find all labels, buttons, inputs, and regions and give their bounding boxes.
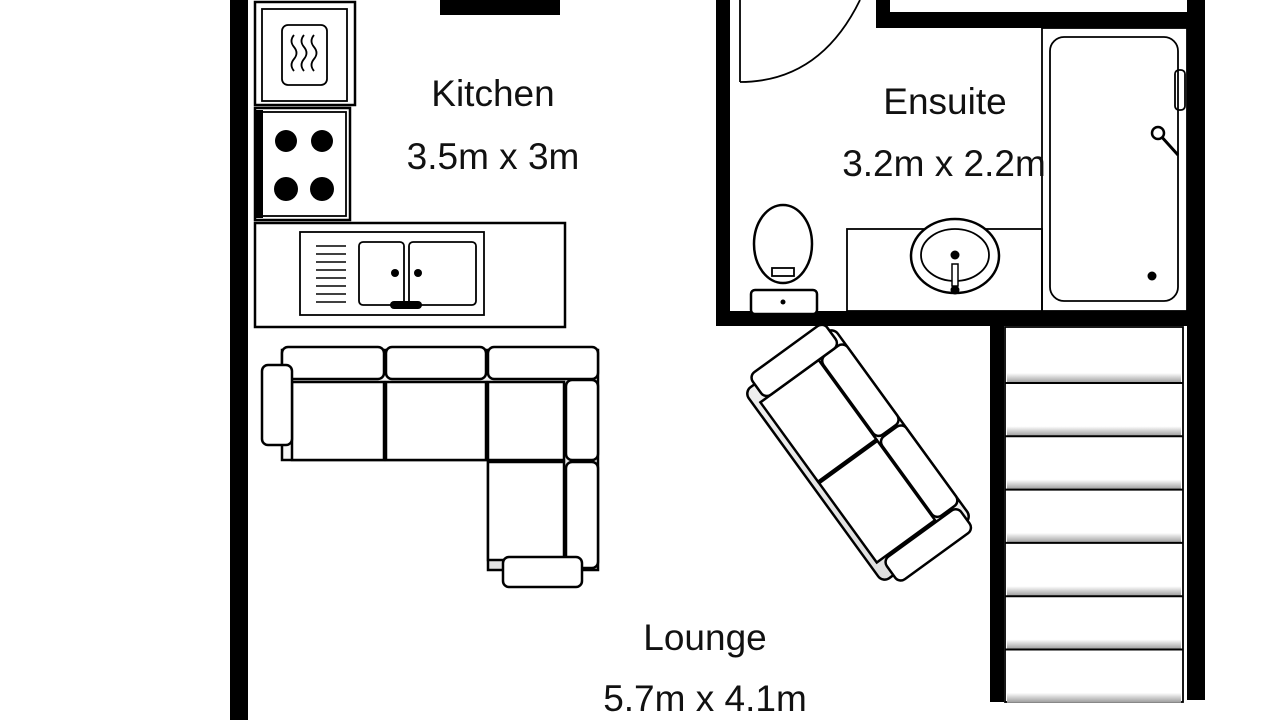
ensuite-fittings bbox=[749, 27, 1188, 316]
sink-unit bbox=[299, 231, 485, 316]
lounge-label: Lounge bbox=[643, 617, 766, 658]
corner-sofa bbox=[260, 345, 600, 589]
oven-unit bbox=[253, 0, 357, 107]
shower-head-icon bbox=[1174, 69, 1186, 111]
ensuite-size: 3.2m x 2.2m bbox=[842, 143, 1046, 184]
stair-tread bbox=[1007, 373, 1181, 383]
hob-ring-icon bbox=[310, 177, 334, 201]
ensuite-bottom-wall bbox=[716, 311, 1205, 326]
stair-wall bbox=[990, 320, 1004, 702]
stair-tread bbox=[1007, 426, 1181, 437]
left-wall bbox=[230, 0, 248, 720]
hob-ring-icon bbox=[311, 130, 333, 152]
stair-tread bbox=[1007, 586, 1181, 597]
kitchen-size: 3.5m x 3m bbox=[407, 136, 580, 177]
hob-ring-icon bbox=[274, 177, 298, 201]
tap-icon bbox=[390, 301, 422, 309]
sink-bowl bbox=[408, 241, 477, 306]
kitchen-label: Kitchen bbox=[431, 73, 554, 114]
hob-ring-icon bbox=[275, 130, 297, 152]
stair-tread bbox=[1007, 692, 1181, 703]
kitchen-top-wall bbox=[440, 0, 560, 15]
ensuite-top-wall bbox=[876, 12, 1205, 28]
walls bbox=[230, 0, 1205, 720]
ensuite-wall-stub bbox=[876, 0, 890, 28]
right-wall bbox=[1187, 0, 1205, 700]
kitchen-fittings bbox=[253, 0, 567, 329]
cooker bbox=[253, 106, 352, 222]
kitchen-counter bbox=[253, 221, 567, 329]
stair-tread bbox=[1007, 532, 1181, 543]
ensuite-label: Ensuite bbox=[883, 81, 1006, 122]
toilet bbox=[752, 203, 814, 285]
ensuite-door[interactable] bbox=[739, 0, 861, 83]
staircase bbox=[1004, 326, 1184, 703]
lounge-size: 5.7m x 4.1m bbox=[603, 678, 807, 719]
stair-tread bbox=[1007, 639, 1181, 650]
microwave-icon bbox=[281, 24, 328, 86]
ensuite-left-wall bbox=[716, 0, 730, 326]
bath bbox=[1049, 36, 1179, 302]
sink-bowl bbox=[358, 241, 405, 306]
sofa bbox=[746, 323, 973, 582]
door-swing-arc bbox=[739, 0, 861, 83]
stair-tread bbox=[1007, 479, 1181, 490]
